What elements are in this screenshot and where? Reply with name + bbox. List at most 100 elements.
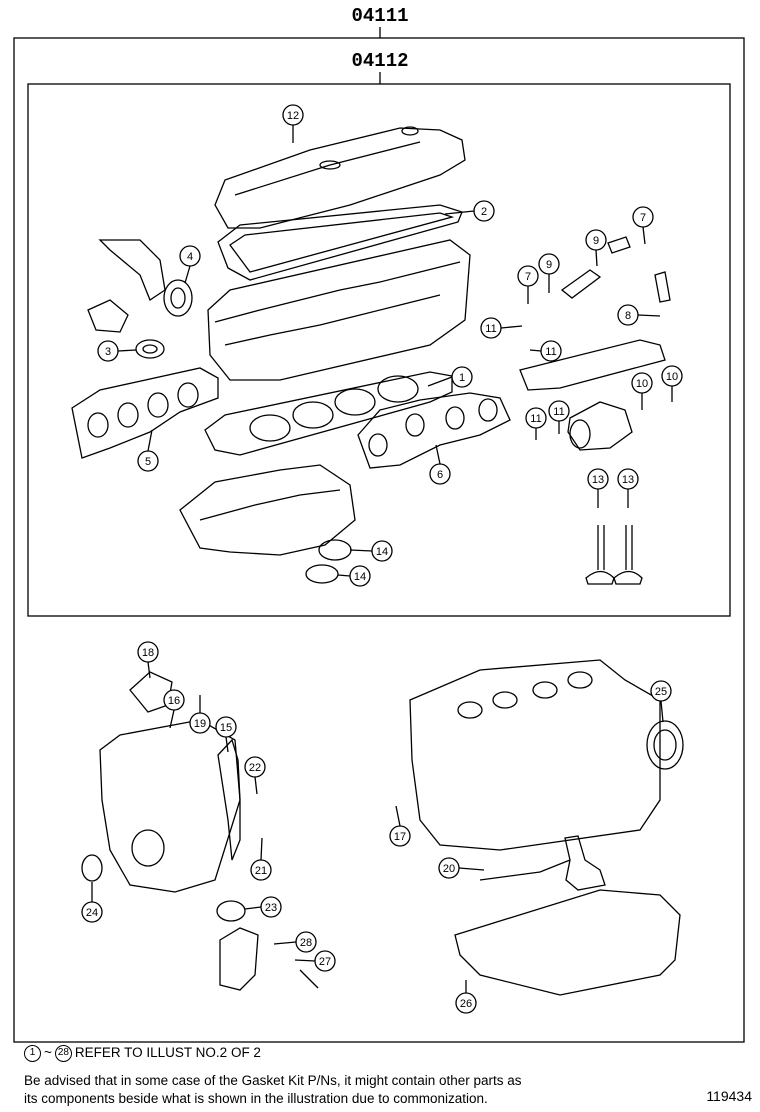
callout-15[interactable]: 15	[215, 716, 237, 753]
svg-text:22: 22	[249, 762, 261, 774]
inner-kit-frame	[27, 83, 731, 617]
water-outlet	[98, 239, 166, 301]
valve-right	[613, 525, 643, 585]
callout-6[interactable]: 6	[429, 444, 451, 485]
refer-note: 1 ~ 28 REFER TO ILLUST NO.2 OF 2	[24, 1044, 261, 1062]
callout-10b[interactable]: 10	[661, 365, 683, 402]
svg-text:1: 1	[459, 372, 465, 384]
svg-text:20: 20	[443, 863, 455, 875]
callout-12[interactable]: 12	[282, 104, 304, 143]
exhaust-pipe-gaskets	[305, 539, 352, 584]
svg-text:12: 12	[287, 110, 299, 122]
svg-text:5: 5	[145, 456, 151, 468]
ref-to-badge: 28	[54, 1044, 72, 1062]
timing-cover-block	[99, 719, 241, 893]
svg-text:7: 7	[640, 212, 646, 224]
ref-from-badge: 1	[24, 1044, 41, 1062]
callout-26[interactable]: 26	[455, 980, 477, 1014]
svg-text:6: 6	[437, 469, 443, 481]
svg-text:25: 25	[655, 686, 667, 698]
oil-pan	[454, 889, 681, 996]
svg-text:11: 11	[485, 323, 496, 335]
thermostat-housing	[87, 299, 129, 333]
head-cover-gasket	[217, 204, 463, 281]
callout-24[interactable]: 24	[81, 882, 103, 923]
head-gasket	[204, 371, 453, 456]
callout-13a[interactable]: 13	[587, 468, 609, 508]
injector	[560, 236, 671, 303]
svg-text:2: 2	[481, 206, 487, 218]
svg-text:7: 7	[525, 271, 531, 283]
oil-pump-gasket	[217, 738, 241, 861]
svg-text:17: 17	[394, 831, 406, 843]
callout-11c[interactable]: 11	[525, 407, 547, 440]
callout-18[interactable]: 18	[137, 641, 159, 679]
callout-13b[interactable]: 13	[617, 468, 639, 508]
outer-kit-label: 04111	[351, 5, 408, 27]
svg-text:13: 13	[622, 474, 634, 486]
callout-11d[interactable]: 11	[548, 400, 570, 434]
cylinder-head	[207, 239, 471, 381]
svg-text:11: 11	[545, 346, 556, 358]
callout-14a[interactable]: 14	[349, 540, 393, 562]
callout-7b[interactable]: 7	[632, 206, 654, 245]
svg-text:8: 8	[625, 310, 631, 322]
svg-text:16: 16	[168, 695, 180, 707]
svg-text:28: 28	[300, 937, 312, 949]
svg-text:9: 9	[546, 259, 552, 271]
svg-text:24: 24	[86, 907, 98, 919]
callout-5[interactable]: 5	[137, 429, 159, 472]
callout-11a[interactable]: 11	[480, 317, 523, 339]
callout-23[interactable]: 23	[244, 896, 282, 918]
thermostat-gasket	[135, 339, 165, 359]
svg-text:11: 11	[553, 406, 564, 418]
callout-14b[interactable]: 14	[337, 565, 371, 587]
svg-text:4: 4	[187, 251, 193, 263]
timing-belt-seal	[81, 854, 103, 882]
callout-27[interactable]: 27	[294, 950, 336, 972]
callout-25[interactable]: 25	[650, 680, 672, 723]
callout-11b[interactable]: 11	[529, 340, 562, 362]
exhaust-manifold	[179, 464, 356, 556]
o-ring-23	[216, 900, 246, 922]
callout-20[interactable]: 20	[438, 857, 485, 879]
svg-text:9: 9	[593, 235, 599, 247]
callout-16[interactable]: 16	[163, 689, 185, 729]
engine-block	[409, 659, 661, 851]
ref-text: REFER TO ILLUST NO.2 OF 2	[74, 1045, 261, 1060]
svg-text:11: 11	[530, 413, 541, 425]
illustration-id: 119434	[706, 1088, 752, 1104]
callout-3[interactable]: 3	[97, 340, 137, 362]
svg-text:18: 18	[142, 647, 154, 659]
water-outlet-gasket	[163, 279, 193, 317]
svg-text:27: 27	[319, 956, 331, 968]
callout-7a[interactable]: 7	[517, 265, 539, 304]
throttle-body	[567, 401, 633, 451]
callout-17[interactable]: 17	[389, 805, 411, 847]
callout-4[interactable]: 4	[179, 245, 201, 284]
callout-2[interactable]: 2	[444, 200, 495, 222]
callout-28[interactable]: 28	[273, 931, 317, 953]
svg-text:13: 13	[592, 474, 604, 486]
advisory-line-1: Be advised that in some case of the Gask…	[24, 1073, 522, 1088]
svg-text:23: 23	[265, 902, 277, 914]
callout-8[interactable]: 8	[617, 304, 661, 326]
oil-strainer	[479, 835, 606, 891]
svg-text:21: 21	[255, 865, 267, 877]
callout-9b[interactable]: 9	[585, 229, 607, 267]
advisory-note: Be advised that in some case of the Gask…	[24, 1072, 522, 1108]
callout-9a[interactable]: 9	[538, 253, 560, 293]
svg-text:26: 26	[460, 998, 472, 1010]
intake-manifold-gasket	[71, 367, 219, 459]
callout-1[interactable]: 1	[427, 366, 473, 388]
callout-22[interactable]: 22	[244, 756, 266, 795]
callout-10a[interactable]: 10	[631, 372, 653, 410]
rear-oil-seal	[646, 720, 684, 770]
callout-21[interactable]: 21	[250, 837, 272, 881]
inner-kit-label: 04112	[351, 50, 408, 72]
advisory-line-2: its components beside what is shown in t…	[24, 1091, 488, 1106]
valve-left	[585, 525, 615, 585]
exhaust-manifold-gasket	[357, 392, 511, 469]
callout-19[interactable]: 19	[189, 695, 211, 734]
